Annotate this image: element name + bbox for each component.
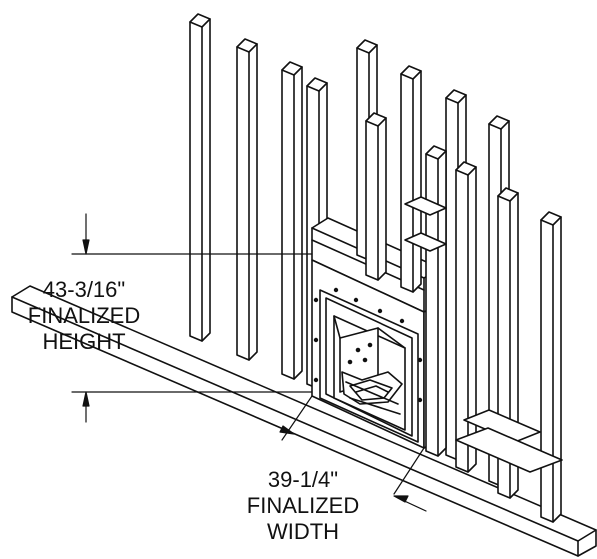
height-dimension — [71, 213, 313, 423]
width-dimension — [257, 395, 427, 512]
stud — [236, 38, 258, 361]
studs-right — [356, 39, 563, 523]
bottom-plate — [11, 285, 597, 557]
stud — [400, 65, 422, 293]
height-line2: HEIGHT — [42, 329, 126, 354]
width-value: 39-1/4" — [267, 467, 339, 492]
stud — [540, 211, 562, 523]
studs-left — [189, 13, 328, 390]
width-line2: WIDTH — [266, 519, 340, 544]
height-line1: FINALIZED — [27, 303, 141, 328]
stud — [365, 112, 387, 281]
stud — [189, 13, 211, 342]
width-line1: FINALIZED — [246, 493, 360, 518]
stud — [455, 161, 477, 473]
height-dimension-label: 43-3/16" FINALIZED HEIGHT — [0, 277, 168, 355]
stud — [425, 145, 447, 457]
width-dimension-label: 39-1/4" FINALIZED WIDTH — [228, 467, 378, 545]
height-value: 43-3/16" — [42, 277, 126, 302]
stud — [281, 61, 303, 380]
